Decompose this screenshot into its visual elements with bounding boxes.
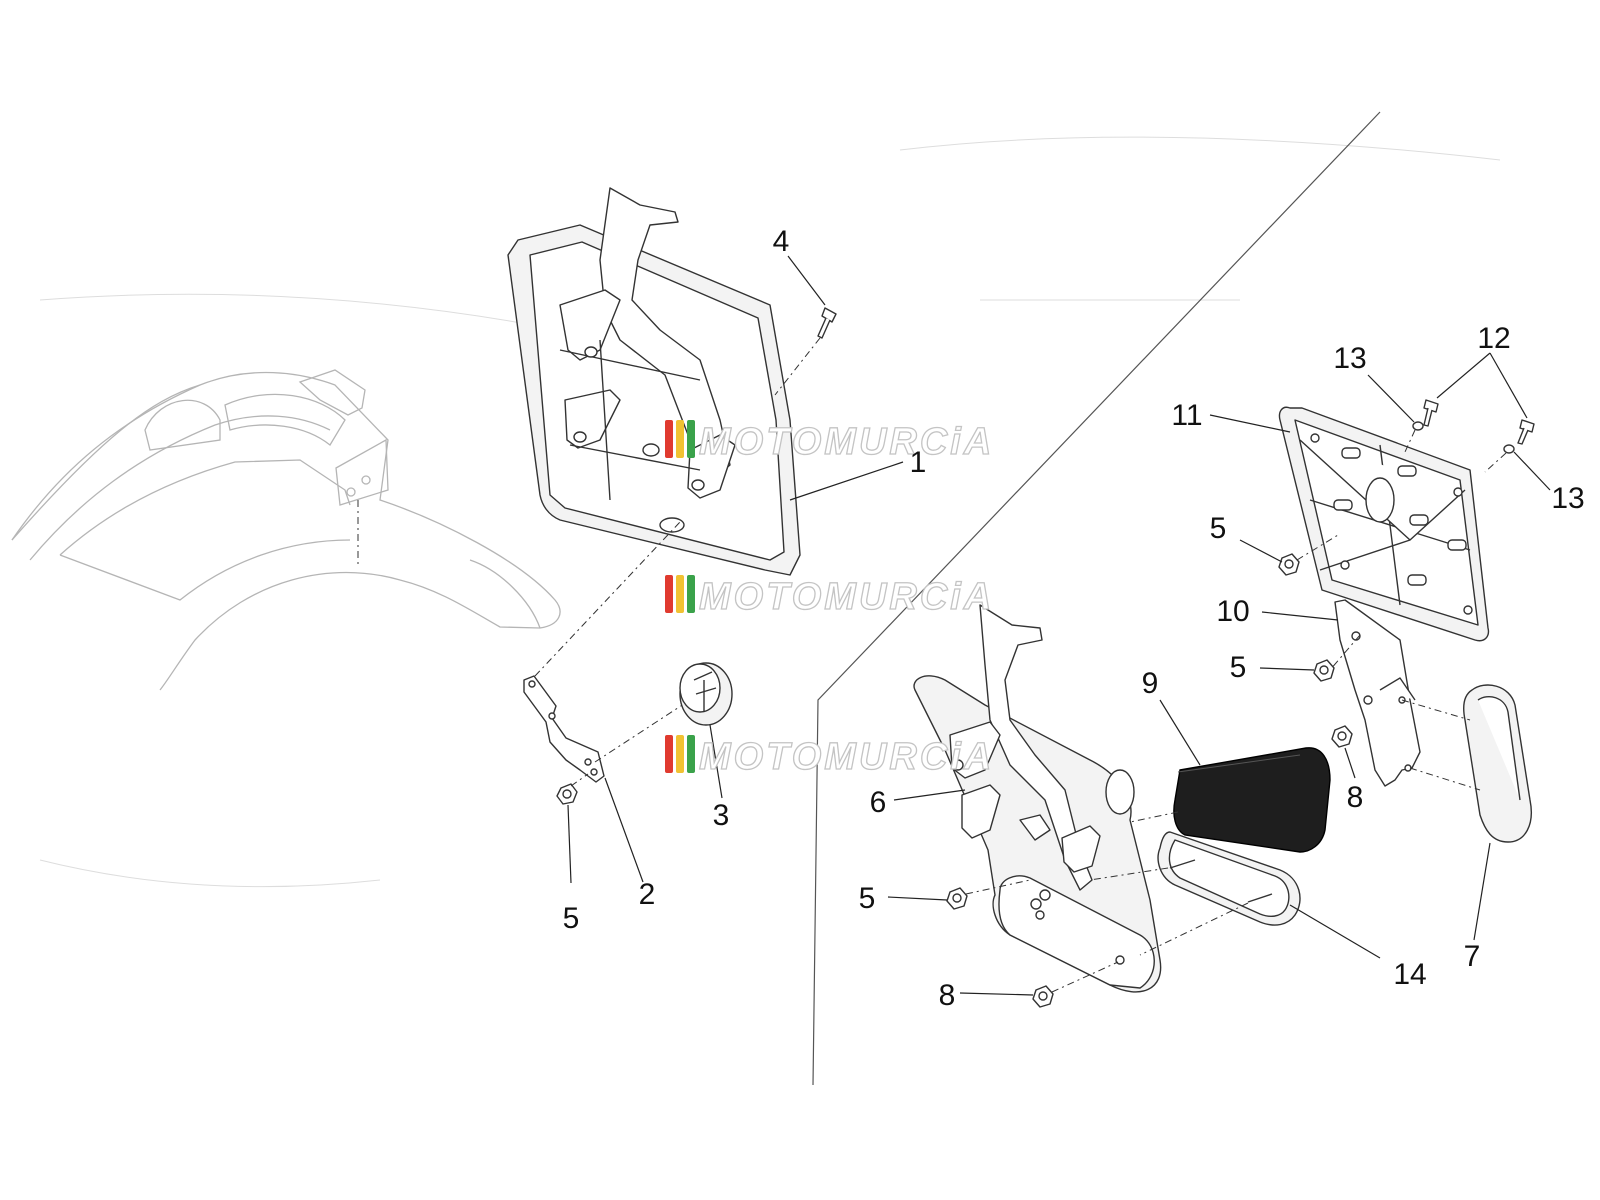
- watermark-stripe-yellow: [676, 735, 684, 773]
- callout-8-upper: 8: [1347, 781, 1364, 814]
- watermark-stripe-yellow: [676, 575, 684, 613]
- watermark-stripe-green: [687, 420, 695, 458]
- part-5-nut-upper: [1278, 553, 1300, 576]
- callout-13-left: 13: [1333, 342, 1366, 375]
- callout-7: 7: [1464, 940, 1481, 973]
- leader-6: [893, 789, 966, 801]
- callout-11: 11: [1171, 399, 1202, 432]
- callout-9: 9: [1142, 667, 1159, 700]
- watermark-2: MOTOMURCiA: [665, 575, 994, 619]
- watermark-text: MOTOMURCiA: [699, 736, 994, 778]
- leader-13-left: [1367, 374, 1415, 423]
- leader-3: [709, 724, 723, 799]
- part-5-bottom-dash: [965, 879, 1031, 895]
- callout-3: 3: [713, 799, 730, 832]
- part-4-dash: [774, 337, 821, 396]
- part-13-washer-right: [1503, 444, 1515, 454]
- leader-10: [1261, 611, 1339, 621]
- leader-5-bottom: [887, 896, 948, 901]
- watermark-stripe-yellow: [676, 420, 684, 458]
- leader-11: [1209, 414, 1291, 433]
- rear-fender-outline: [11, 369, 561, 691]
- part-8-nut-upper: [1331, 725, 1353, 748]
- leader-2: [604, 777, 644, 883]
- leader-8-bottom: [959, 992, 1034, 996]
- part-4-screw: [817, 307, 837, 339]
- watermark-stripe-red: [665, 420, 673, 458]
- part-14-lower-dash: [1139, 902, 1249, 956]
- part-2-bracket: [523, 675, 605, 783]
- callout-1: 1: [910, 446, 927, 479]
- background-guides: [39, 136, 1501, 888]
- part-10-bracket: [1334, 599, 1421, 787]
- section-divider-line: [812, 111, 1381, 1086]
- part-9-license-lamp: [1173, 747, 1331, 853]
- part-7-upper-dash: [1401, 699, 1471, 721]
- leader-14: [1289, 904, 1381, 959]
- part-12-screw-right: [1517, 419, 1535, 445]
- callout-12: 12: [1477, 322, 1510, 355]
- part-12-screw-left: [1423, 399, 1439, 427]
- leader-7: [1473, 842, 1491, 941]
- part-3-dash: [594, 699, 691, 763]
- watermark-3: MOTOMURCiA: [665, 735, 994, 779]
- watermark-1: MOTOMURCiA: [665, 420, 994, 464]
- part-7-lower-dash: [1409, 767, 1481, 791]
- part-13-left-dash: [1404, 429, 1416, 453]
- watermark-text: MOTOMURCiA: [699, 576, 994, 618]
- part-8-nut-bottom: [1032, 985, 1054, 1008]
- callout-4: 4: [773, 225, 790, 258]
- callout-6: 6: [870, 786, 887, 819]
- watermark-text: MOTOMURCiA: [699, 421, 994, 463]
- part-5-nut-middle: [1313, 659, 1335, 682]
- part-5-nut-left: [556, 783, 578, 805]
- part-3-reflector: [679, 662, 733, 726]
- part-6-plate-holder-right: [913, 604, 1162, 993]
- callout-14: 14: [1393, 958, 1426, 991]
- leader-4: [787, 255, 826, 306]
- part-11-number-plate: [1278, 406, 1490, 642]
- leader-lines: [567, 255, 1551, 996]
- part-5-nut-bottom: [946, 887, 968, 910]
- part-14-lens-plate: [1157, 831, 1301, 926]
- watermark-stripe-red: [665, 575, 673, 613]
- callout-10: 10: [1216, 595, 1249, 628]
- leader-5-upper: [1239, 539, 1283, 563]
- part-10-dash: [1329, 634, 1361, 671]
- callout-13-right: 13: [1551, 482, 1584, 515]
- part-7-cover: [1463, 684, 1532, 843]
- part-9-dash: [1129, 811, 1179, 823]
- part-13-right-dash: [1484, 452, 1507, 473]
- callout-5-left: 5: [563, 902, 580, 935]
- part-5-left-dash: [570, 773, 589, 787]
- part-5-upper-dash: [1296, 534, 1339, 561]
- leader-8-upper: [1344, 747, 1356, 779]
- callout-5-middle: 5: [1230, 651, 1247, 684]
- callout-5-upper: 5: [1210, 512, 1227, 545]
- part-8-bottom-dash: [1051, 961, 1119, 993]
- leader-9: [1159, 699, 1201, 766]
- leader-5-middle: [1259, 667, 1315, 671]
- watermark-stripe-green: [687, 575, 695, 613]
- leader-1: [789, 461, 904, 501]
- leader-12-left: [1436, 352, 1491, 399]
- callout-labels: 1 2 3 4 5 5 5 5 6 7 8 8 9 10 11 12 13 13…: [563, 225, 1585, 1012]
- watermark-stripe-red: [665, 735, 673, 773]
- watermark-stripe-green: [687, 735, 695, 773]
- part-14-upper-dash: [1089, 867, 1169, 881]
- part-2-dash: [534, 521, 681, 677]
- part-13-washer-left: [1412, 421, 1424, 431]
- part-1-plate-holder: [507, 187, 801, 576]
- leader-5-left: [567, 804, 572, 884]
- callout-8-bottom: 8: [939, 979, 956, 1012]
- leader-13-right: [1513, 451, 1551, 491]
- leader-12-right: [1489, 352, 1528, 419]
- callout-5-bottom: 5: [859, 882, 876, 915]
- callout-2: 2: [639, 878, 656, 911]
